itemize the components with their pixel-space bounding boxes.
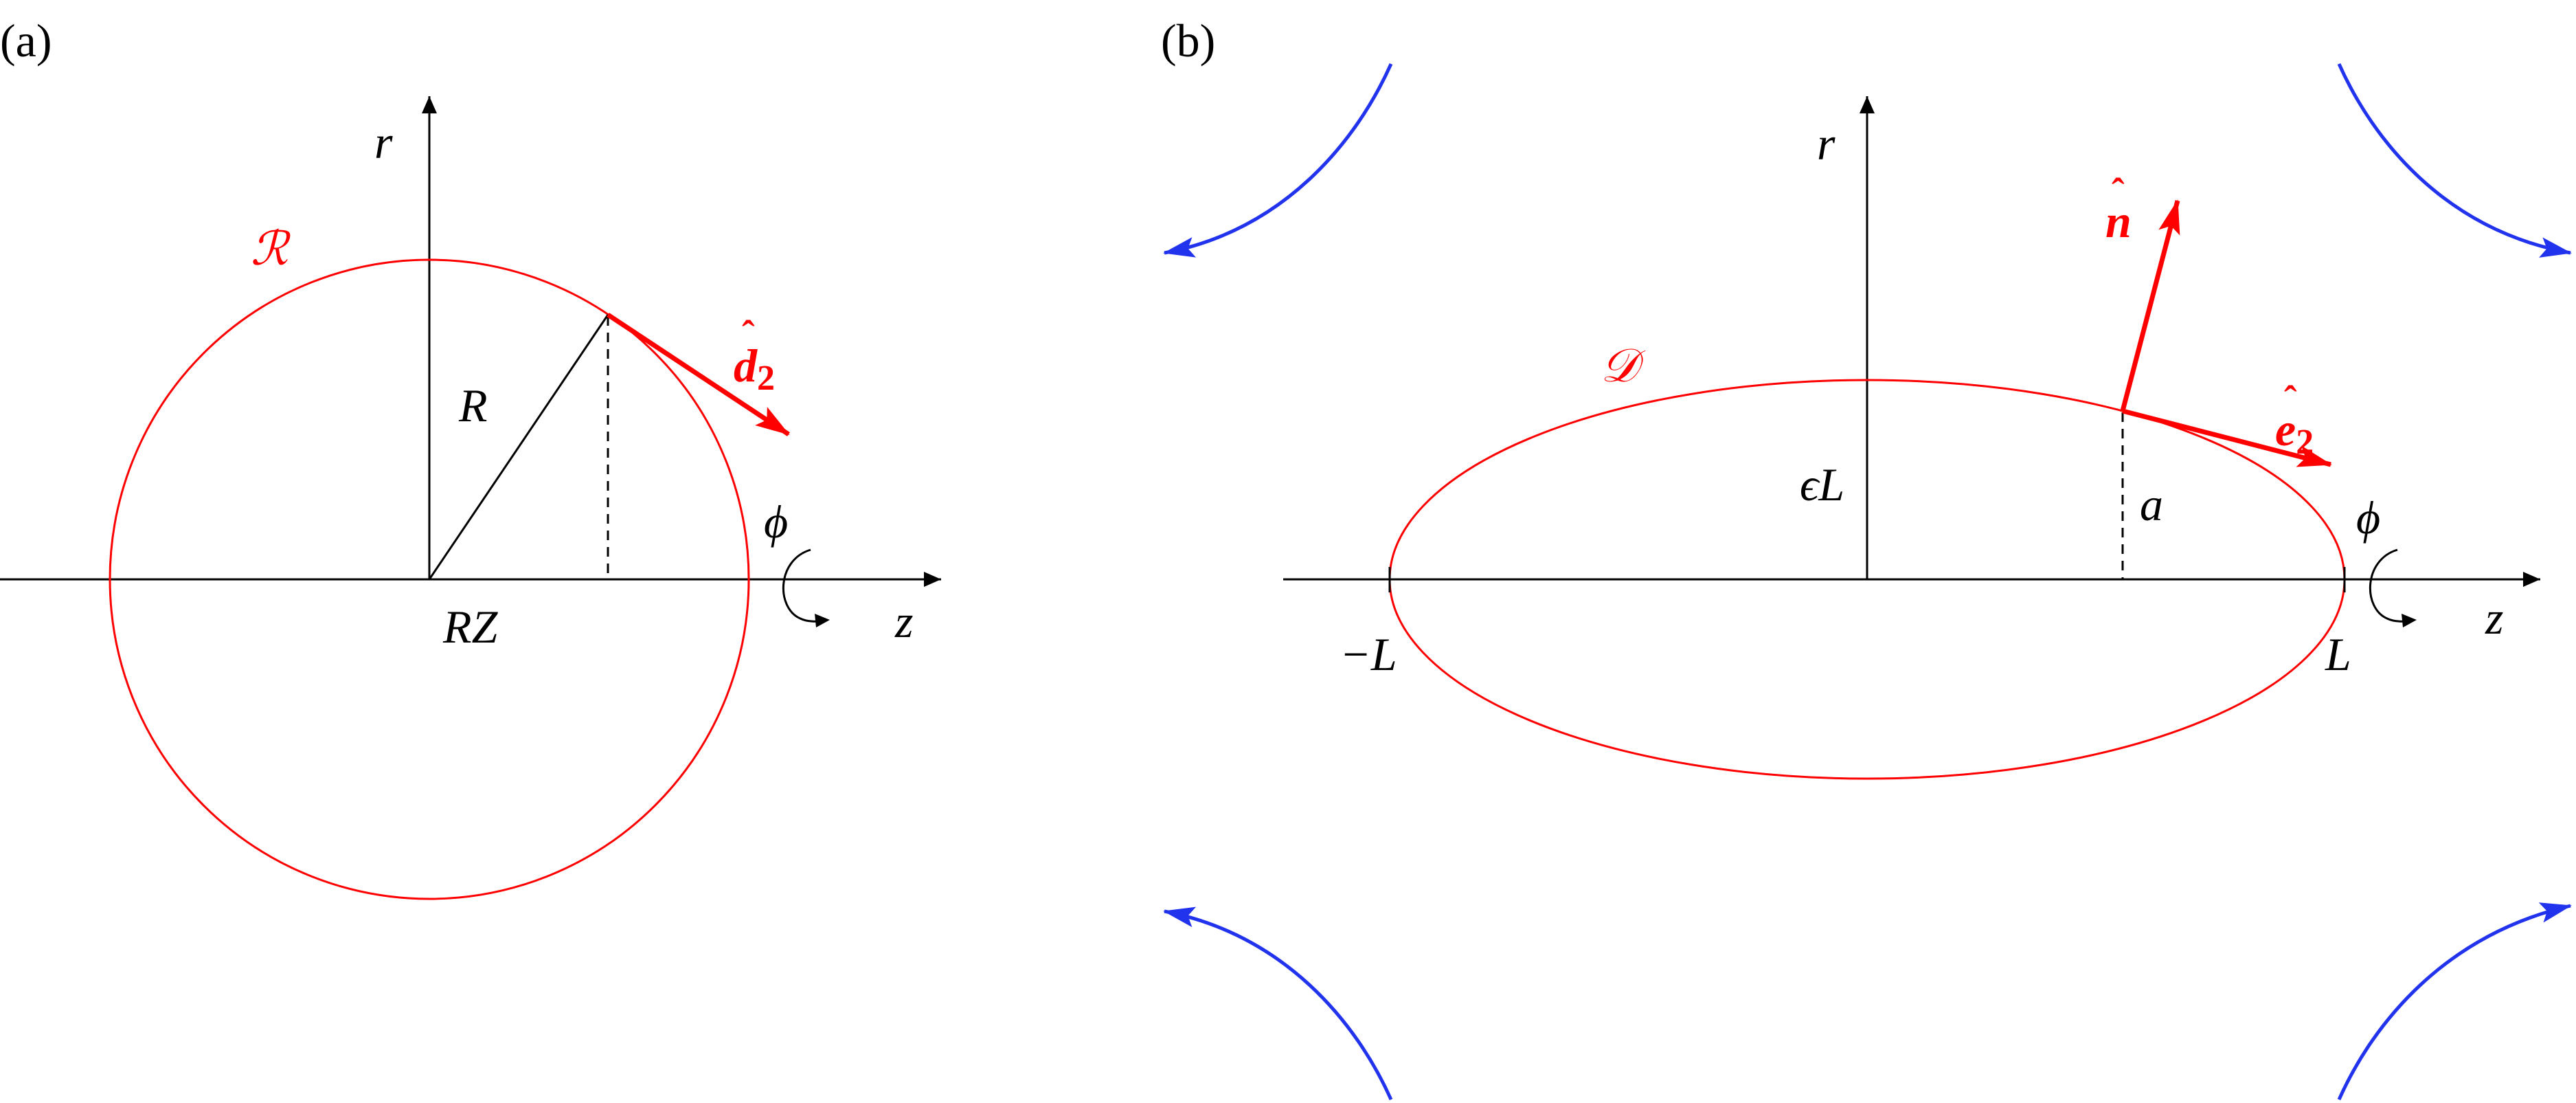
panel-b-left-end-label: −L: [1340, 628, 1397, 680]
panel-a-d2-base: d2: [734, 339, 775, 398]
panel-a-rotation-arrowhead: [815, 614, 830, 627]
panel-b-r-label: r: [1817, 118, 1835, 170]
panel-b-normal-vector: [2120, 199, 2180, 412]
panel-b-normal-hat: ˆ: [2112, 171, 2125, 214]
panel-b-tangent-base: e2: [2275, 403, 2314, 462]
panel-b: (b) r z 𝒟 ϵL a −L L ϕ: [1161, 14, 2572, 1101]
panel-b-z-arrowhead: [2523, 572, 2540, 587]
panel-a-angle-label: ϕ: [764, 495, 788, 548]
panel-b-z-label: z: [2485, 592, 2503, 644]
panel-b-angle-label: ϕ: [2356, 491, 2380, 544]
panel-a-d2-vector: [607, 313, 790, 436]
panel-a: (a) r z ℛ R RZ ϕ ˆ d2: [0, 14, 941, 900]
panel-a-boundary-circle: [109, 258, 750, 900]
panel-a-center-label: RZ: [442, 601, 499, 653]
panel-b-rotation-arrow: [2369, 548, 2412, 623]
panel-b-right-end-label: L: [2325, 628, 2351, 680]
panel-a-tag: (a): [0, 14, 52, 67]
panel-a-r-arrowhead: [422, 96, 437, 113]
panel-b-semi-minor-label: ϵL: [1800, 458, 1844, 511]
panel-b-tag: (b): [1161, 14, 1215, 67]
panel-b-tangent-hat: ˆ: [2284, 379, 2297, 421]
panel-a-r-label: r: [374, 116, 393, 168]
panel-b-tangent-vector: [2122, 408, 2332, 467]
panel-a-d2-hat: ˆ: [742, 313, 755, 356]
panel-b-local-radius-label: a: [2140, 478, 2163, 531]
panel-a-rotation-arrow: [782, 548, 825, 623]
panel-a-z-arrowhead: [924, 572, 941, 587]
panel-b-normal-base: n: [2105, 195, 2132, 247]
panel-b-tangent-label: ˆ e2: [2275, 379, 2314, 462]
panel-b-flow-arrow-top-left: [1163, 63, 1393, 258]
panel-a-radius-line: [428, 314, 609, 580]
panel-b-normal-label: ˆ n: [2105, 171, 2132, 247]
panel-b-rotation-arrowhead: [2402, 614, 2417, 627]
panel-b-region-label: 𝒟: [1601, 339, 1646, 392]
panel-a-region-label: ℛ: [251, 223, 291, 275]
panel-b-flow-arrow-bottom-right: [2337, 902, 2572, 1101]
panel-b-r-arrowhead: [1860, 96, 1875, 113]
panel-b-flow-arrow-bottom-left: [1163, 906, 1393, 1101]
panel-a-radius-label: R: [458, 379, 488, 432]
panel-a-d2-label: ˆ d2: [734, 313, 775, 398]
panel-a-z-label: z: [894, 595, 913, 647]
panel-b-flow-arrow-top-right: [2337, 63, 2572, 258]
